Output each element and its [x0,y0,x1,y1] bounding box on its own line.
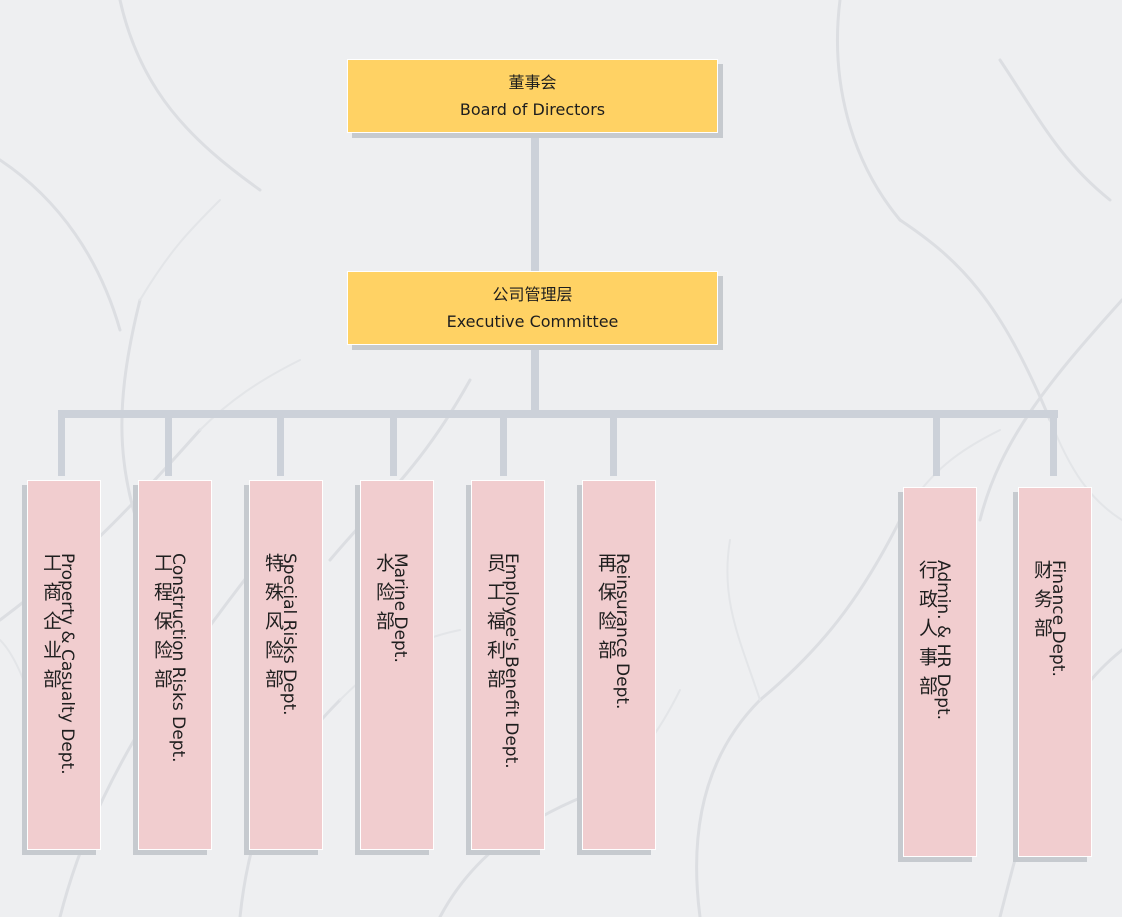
dept-zh-label: 水险部 [373,553,395,640]
dept-property-casualty: 工商企业部 Property & Casualty Dept. [27,480,101,850]
dept-zh-label: 工商企业部 [40,553,62,698]
connector-drop-8 [1050,410,1057,476]
connector-horizontal-bus [58,410,1058,418]
board-en-label: Board of Directors [459,100,606,119]
connector-board-exec [531,136,539,272]
dept-en-label: Finance Dept. [1048,560,1068,677]
connector-drop-7 [933,410,940,476]
dept-en-label: Marine Dept. [390,553,410,663]
dept-en-label: Reinsurance Dept. [612,553,632,710]
dept-zh-label: 财务部 [1031,560,1053,647]
dept-en-label: Special Risks Dept. [279,553,299,716]
board-of-directors-box: 董事会 Board of Directors [347,59,718,133]
dept-construction-risks: 工程保险部 Construction Risks Dept. [138,480,212,850]
connector-drop-4 [390,410,397,476]
board-zh-label: 董事会 [508,73,557,92]
dept-marine: 水险部 Marine Dept. [360,480,434,850]
dept-finance: 财务部 Finance Dept. [1018,487,1092,857]
dept-zh-label: 再保险部 [595,553,617,669]
executive-committee-box: 公司管理层 Executive Committee [347,271,718,345]
dept-en-label: Property & Casualty Dept. [57,553,77,775]
dept-employee-benefit: 员工福利部 Employee's Benefit Dept. [471,480,545,850]
dept-admin-hr: 行政人事部 Admin. & HR Dept. [903,487,977,857]
connector-exec-bus [531,348,539,414]
dept-zh-label: 特殊风险部 [262,553,284,698]
dept-reinsurance: 再保险部 Reinsurance Dept. [582,480,656,850]
executive-en-label: Executive Committee [446,312,619,331]
dept-en-label: Admin. & HR Dept. [933,560,953,721]
connector-drop-6 [610,410,617,476]
dept-zh-label: 工程保险部 [151,553,173,698]
connector-drop-3 [277,410,284,476]
dept-special-risks: 特殊风险部 Special Risks Dept. [249,480,323,850]
connector-drop-1 [58,410,65,476]
dept-en-label: Employee's Benefit Dept. [501,553,521,769]
executive-zh-label: 公司管理层 [492,285,573,304]
connector-drop-5 [500,410,507,476]
dept-en-label: Construction Risks Dept. [168,553,188,763]
dept-zh-label: 行政人事部 [916,560,938,705]
connector-drop-2 [165,410,172,476]
dept-zh-label: 员工福利部 [484,553,506,698]
